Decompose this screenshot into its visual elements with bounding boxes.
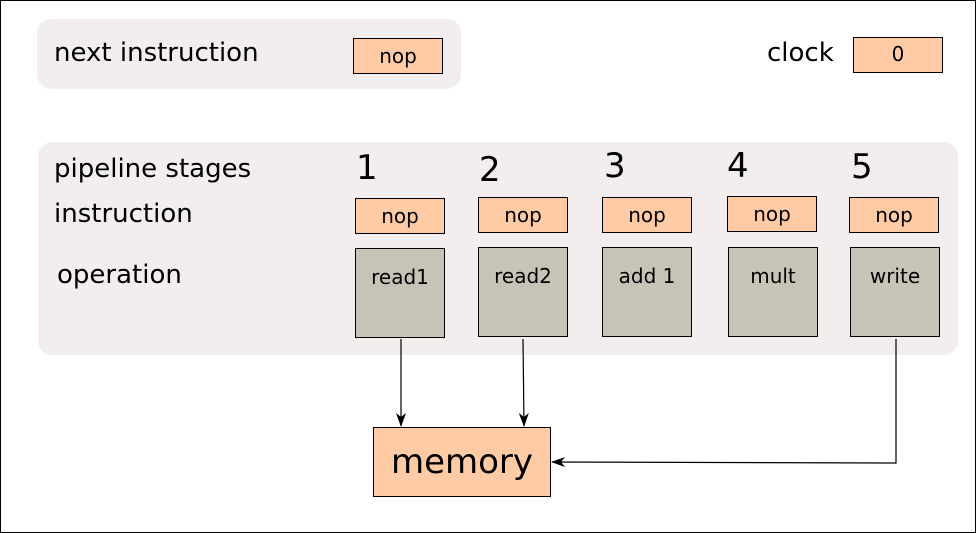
operation-row-label: operation	[57, 260, 182, 290]
pipeline-stages-label: pipeline stages	[54, 154, 252, 184]
stage-4-instruction-register: nop	[727, 196, 817, 232]
stage-3-instruction-register: nop	[602, 197, 692, 233]
next-instruction-register: nop	[353, 38, 443, 74]
stage-5-operation-box: write	[850, 247, 940, 337]
memory-box: memory	[373, 427, 551, 497]
stage-5-number: 5	[851, 147, 873, 187]
stage-1-number: 1	[356, 148, 378, 188]
clock-register: 0	[853, 37, 943, 73]
instruction-row-label: instruction	[54, 199, 193, 229]
stage-3-number: 3	[604, 146, 626, 186]
stage-1-instruction-register: nop	[355, 198, 445, 234]
stage-5-instruction-register: nop	[849, 197, 939, 233]
next-instruction-label: next instruction	[54, 38, 259, 68]
stage-2-instruction-register: nop	[478, 197, 568, 233]
stage-4-operation-box: mult	[728, 247, 818, 337]
stage-2-number: 2	[479, 150, 501, 190]
clock-label: clock	[767, 38, 834, 68]
arrow-write-to-memory	[551, 339, 897, 468]
stage-3-operation-box: add 1	[602, 247, 692, 337]
stage-1-operation-box: read1	[355, 248, 445, 338]
stage-2-operation-box: read2	[478, 247, 568, 337]
stage-4-number: 4	[727, 146, 749, 186]
